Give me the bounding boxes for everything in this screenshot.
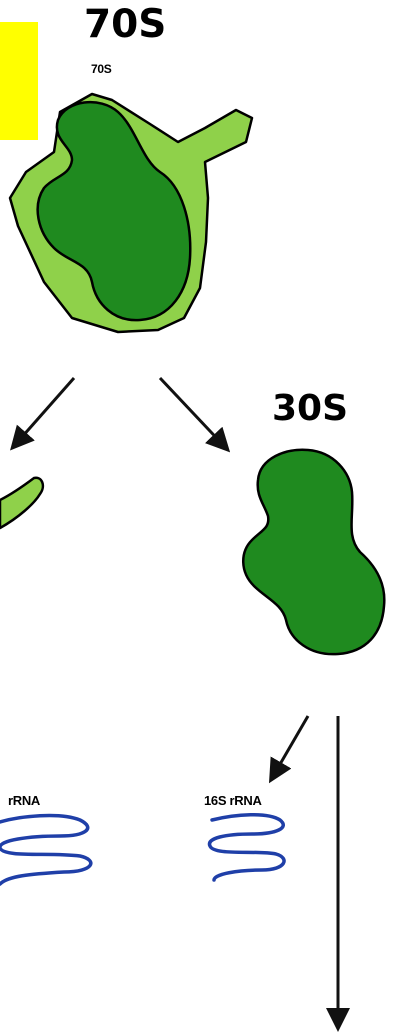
- arrow-70s-to-30s: [158, 376, 231, 453]
- label-rrna-left: rRNA: [8, 793, 41, 808]
- label-70s-title: 70S: [84, 2, 167, 47]
- yellow-highlight-box: [0, 22, 38, 140]
- label-70s-small: 70S: [91, 62, 112, 76]
- rrna-left-squiggle: [0, 813, 93, 886]
- arrow-70s-to-50s: [10, 377, 76, 451]
- rrna-16s-squiggle: [207, 812, 286, 882]
- arrow-30s-to-16s-rrna: [268, 715, 310, 784]
- ribosome-50s-partial: [0, 476, 45, 530]
- ribosome-30s-subunit: [242, 448, 386, 656]
- label-16s-rrna: 16S rRNA: [204, 793, 262, 808]
- ribosome-70s-small-subunit: [36, 100, 192, 322]
- label-30s: 30S: [272, 388, 349, 429]
